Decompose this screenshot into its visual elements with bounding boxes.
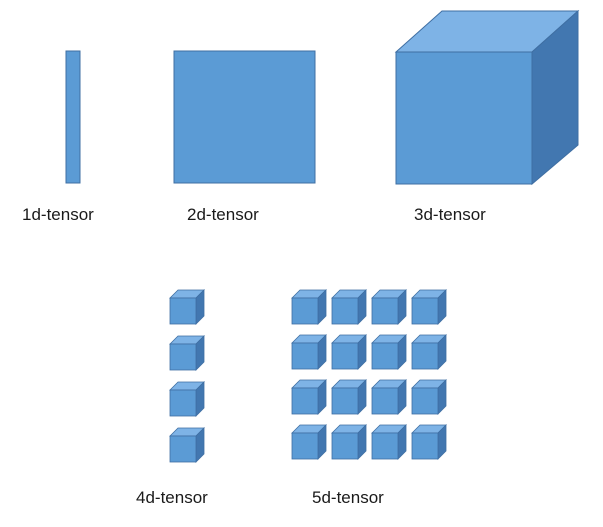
tensor-5d-cube bbox=[411, 379, 447, 415]
tensor-5d-cube bbox=[411, 334, 447, 370]
tensor-5d-cube bbox=[411, 289, 447, 325]
tensor-5d-cube bbox=[411, 424, 447, 460]
tensor-4d-cube bbox=[169, 289, 205, 325]
tensor-4d-shape bbox=[169, 289, 205, 463]
tensor-5d-cube bbox=[331, 334, 367, 370]
tensor-5d-cube bbox=[291, 334, 327, 370]
tensor-3d-shape bbox=[394, 9, 580, 186]
tensor-5d-cube bbox=[331, 379, 367, 415]
tensor-5d-cube bbox=[291, 424, 327, 460]
tensor-5d-cube bbox=[331, 424, 367, 460]
tensor-5d-cube bbox=[371, 424, 407, 460]
label-2d-tensor: 2d-tensor bbox=[187, 205, 259, 224]
label-4d-tensor: 4d-tensor bbox=[136, 488, 208, 507]
tensor-5d-cube bbox=[371, 334, 407, 370]
label-5d-tensor: 5d-tensor bbox=[312, 488, 384, 507]
tensor-5d-cube bbox=[331, 289, 367, 325]
tensor-4d-cube bbox=[169, 335, 205, 371]
tensor-2d-shape bbox=[173, 50, 316, 184]
tensor-5d-cube bbox=[291, 379, 327, 415]
tensor-5d-shape bbox=[291, 289, 447, 460]
tensor-5d-cube bbox=[291, 289, 327, 325]
tensor-4d-cube bbox=[169, 427, 205, 463]
label-3d-tensor: 3d-tensor bbox=[414, 205, 486, 224]
tensor-1d-shape bbox=[65, 50, 81, 184]
tensor-5d-cube bbox=[371, 289, 407, 325]
tensor-5d-cube bbox=[371, 379, 407, 415]
label-1d-tensor: 1d-tensor bbox=[22, 205, 94, 224]
tensor-4d-cube bbox=[169, 381, 205, 417]
